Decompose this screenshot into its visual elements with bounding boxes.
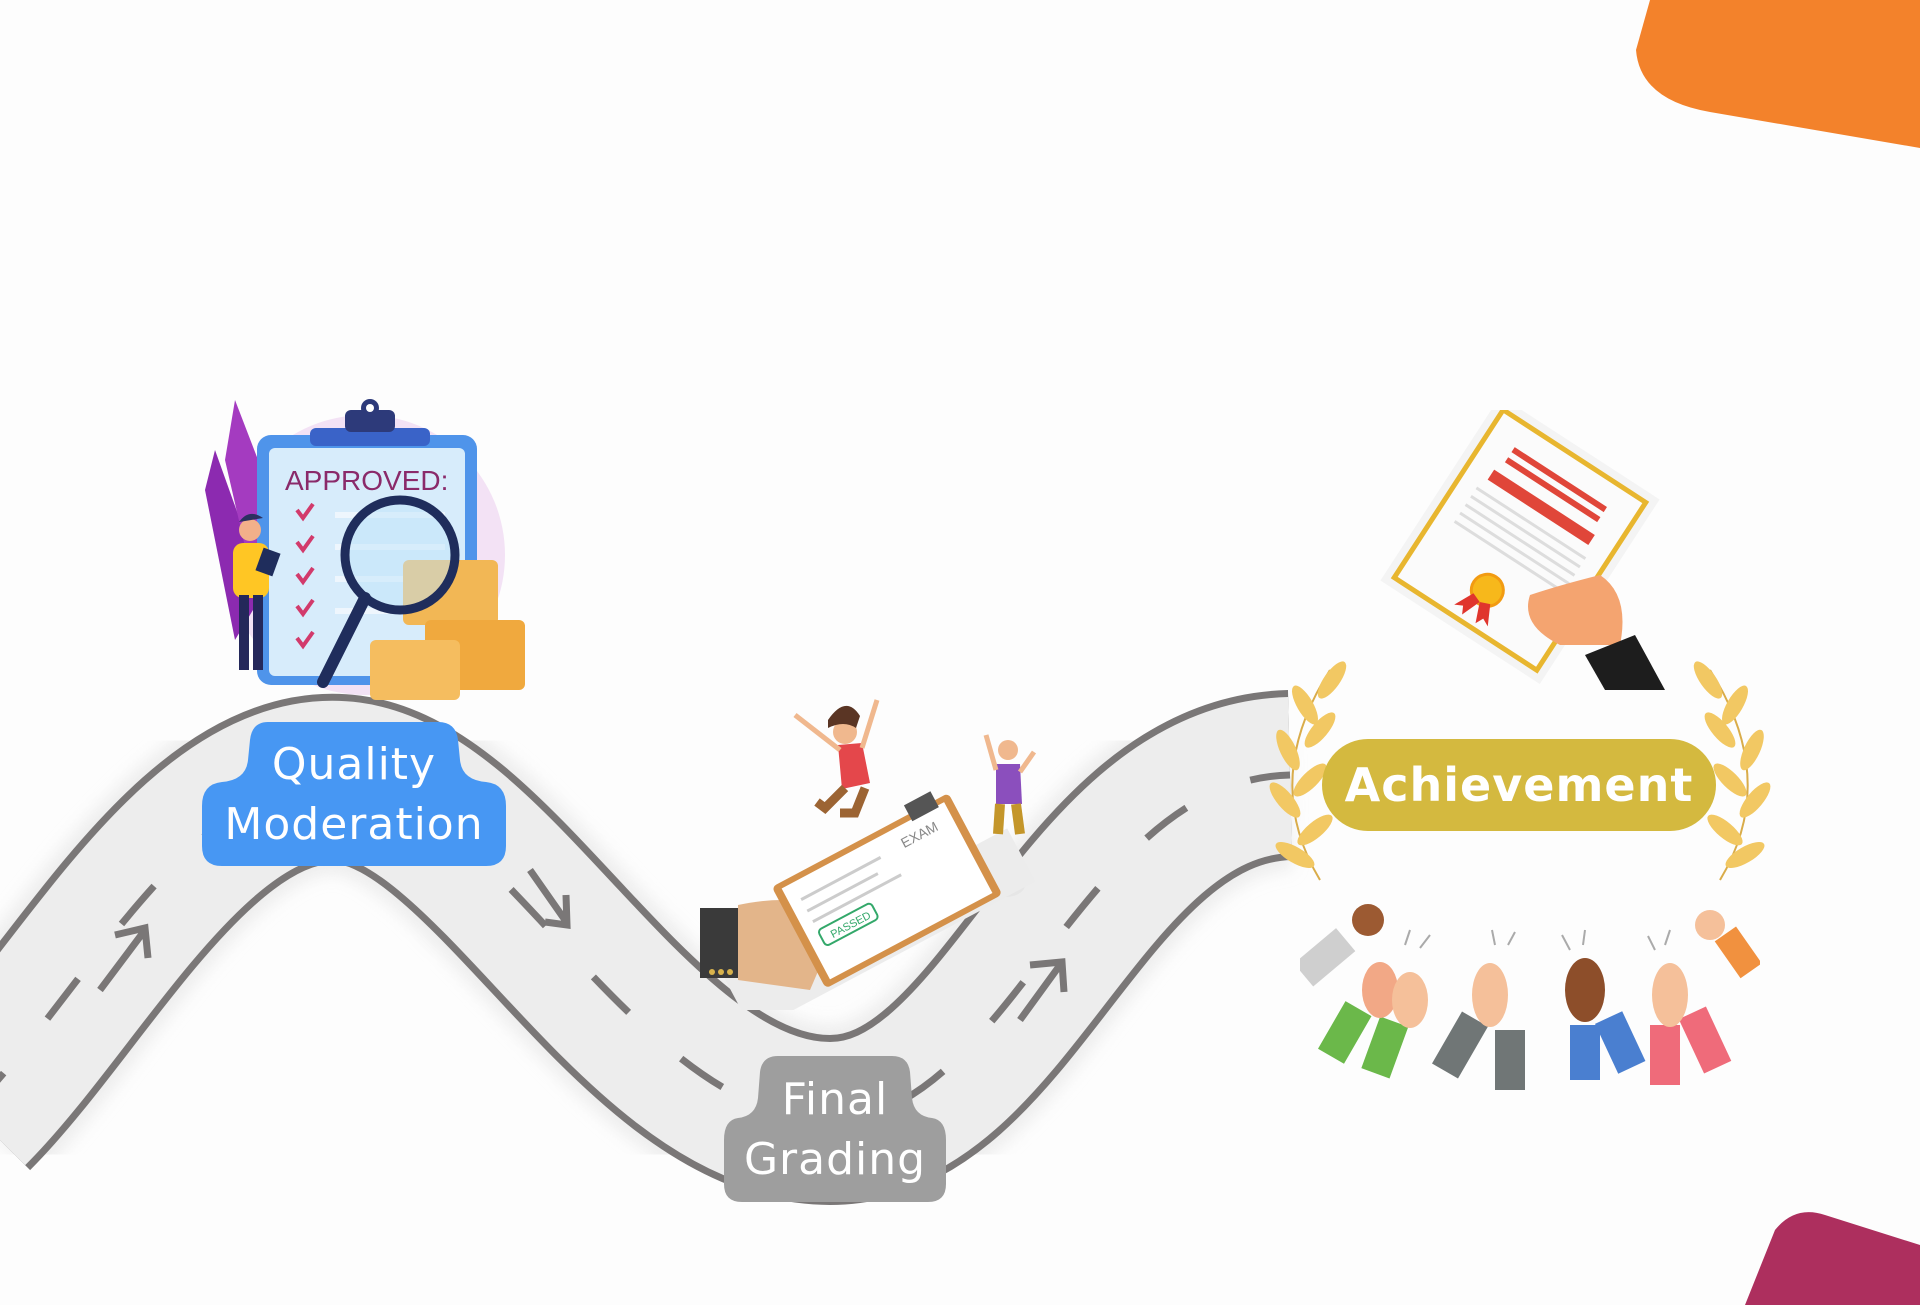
exam-passed-illustration: EXAM PASSED bbox=[700, 699, 1037, 1010]
laurel-wreath-illustration bbox=[1269, 661, 1771, 881]
arrow-up-icon bbox=[1017, 958, 1068, 1023]
magenta-corner-shape bbox=[1745, 1212, 1920, 1305]
arrow-up-icon bbox=[97, 923, 152, 993]
certificate-illustration bbox=[1380, 410, 1665, 690]
stage-label-achievement: Achievement bbox=[1322, 739, 1716, 831]
approved-text: APPROVED: bbox=[285, 465, 448, 496]
stage-label-quality-moderation: Quality Moderation bbox=[202, 722, 506, 868]
stage-label-final-grading: Final Grading bbox=[728, 1056, 942, 1204]
final-grading-line1: Final bbox=[781, 1074, 889, 1125]
final-grading-line2: Grading bbox=[743, 1134, 927, 1185]
clapping-hands-illustration bbox=[1300, 904, 1760, 1090]
final-grading-badge-bg bbox=[724, 1056, 946, 1202]
arrow-down-icon bbox=[527, 867, 571, 930]
achievement-text: Achievement bbox=[1344, 758, 1694, 812]
orange-corner-shape bbox=[1636, 0, 1920, 148]
quality-moderation-line1: Quality bbox=[271, 739, 437, 790]
quality-moderation-badge-bg bbox=[202, 722, 506, 866]
approved-clipboard-illustration: APPROVED: bbox=[205, 399, 525, 700]
quality-moderation-line2: Moderation bbox=[224, 799, 484, 850]
